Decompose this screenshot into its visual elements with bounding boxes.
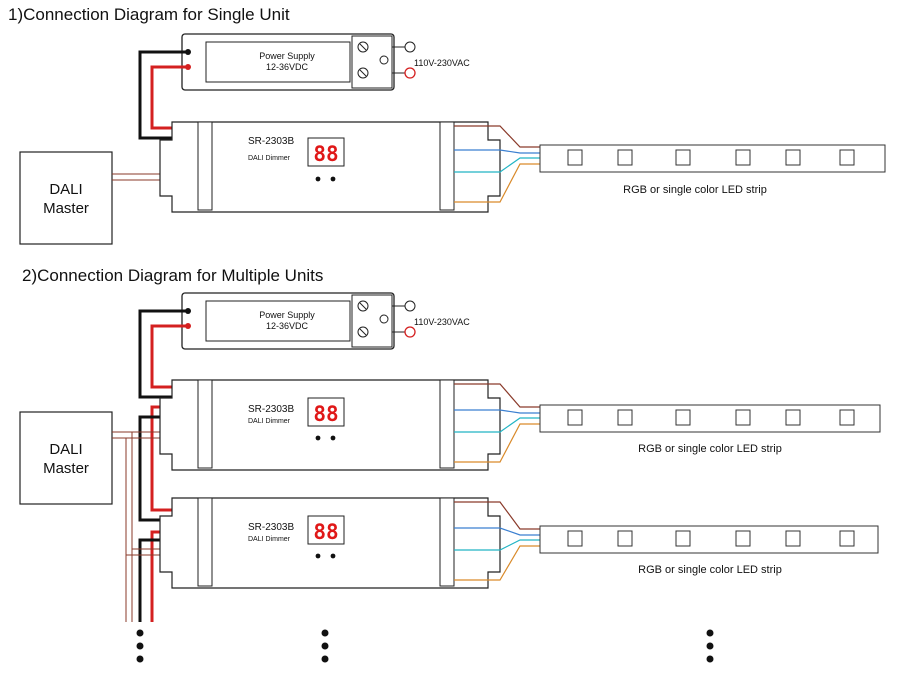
- dimmer-1-model: SR-2303B: [248, 136, 294, 147]
- out-wire-2-red: [454, 383, 540, 408]
- dimmer-1-display: 88: [313, 142, 338, 166]
- dimmer-1: SR-2303B DALI Dimmer 88: [159, 121, 501, 213]
- strip-label-3: RGB or single color LED strip: [638, 564, 782, 576]
- power-supply-1-voltage: 12-36VDC: [266, 62, 309, 72]
- dali-master-1-line1: DALI: [49, 181, 82, 198]
- dimmer-2-display: 88: [313, 402, 338, 426]
- power-supply-1: Power Supply 12-36VDC: [181, 33, 395, 91]
- ac-label-2: 110V-230VAC: [414, 317, 470, 327]
- power-supply-2-voltage: 12-36VDC: [266, 321, 309, 331]
- led-strip-1: [539, 144, 886, 173]
- dimmer-3-display: 88: [313, 520, 338, 544]
- ac-label-1: 110V-230VAC: [414, 58, 470, 68]
- dimmer-3: SR-2303B DALI Dimmer 88: [159, 497, 501, 589]
- dali-master-1-line2: Master: [43, 200, 89, 217]
- dali-master-1: DALI Master: [19, 151, 113, 245]
- section-1-title: 1)Connection Diagram for Single Unit: [8, 5, 290, 24]
- out-wire-3-red: [454, 501, 540, 530]
- power-supply-2-name: Power Supply: [259, 310, 315, 320]
- led-strip-2: [539, 404, 881, 433]
- led-strip-3: [539, 525, 879, 554]
- strip-label-1: RGB or single color LED strip: [623, 184, 767, 196]
- continuation-dots-right: [706, 629, 714, 663]
- dimmer-2-model: SR-2303B: [248, 404, 294, 415]
- out-wire-1-red: [454, 125, 540, 148]
- out-wire-3-blue: [454, 527, 540, 536]
- continuation-dots-left: [136, 629, 144, 663]
- power-supply-2: Power Supply 12-36VDC: [181, 292, 395, 350]
- dimmer-2: SR-2303B DALI Dimmer 88: [159, 379, 501, 471]
- out-wire-2-blue: [454, 409, 540, 414]
- dali-master-2-line1: DALI: [49, 441, 82, 458]
- ac-input-1: 110V-230VAC: [379, 41, 470, 79]
- dimmer-3-subtitle: DALI Dimmer: [248, 536, 291, 543]
- out-wire-2-cyan: [454, 417, 540, 433]
- strip-label-2: RGB or single color LED strip: [638, 443, 782, 455]
- power-supply-1-name: Power Supply: [259, 51, 315, 61]
- dali-master-2: DALI Master: [19, 411, 113, 505]
- out-wire-3-orange: [454, 545, 540, 581]
- out-wire-1-orange: [454, 163, 540, 203]
- dimmer-2-subtitle: DALI Dimmer: [248, 418, 291, 425]
- out-wire-1-cyan: [454, 157, 540, 173]
- section-2-title: 2)Connection Diagram for Multiple Units: [22, 266, 323, 285]
- dimmer-3-model: SR-2303B: [248, 522, 294, 533]
- continuation-dots-middle: [321, 629, 329, 663]
- dimmer-1-subtitle: DALI Dimmer: [248, 155, 291, 162]
- ac-input-2: 110V-230VAC: [379, 300, 470, 338]
- out-wire-3-cyan: [454, 539, 540, 551]
- out-wire-1-blue: [454, 149, 540, 154]
- dali-master-2-line2: Master: [43, 460, 89, 477]
- out-wire-2-orange: [454, 423, 540, 463]
